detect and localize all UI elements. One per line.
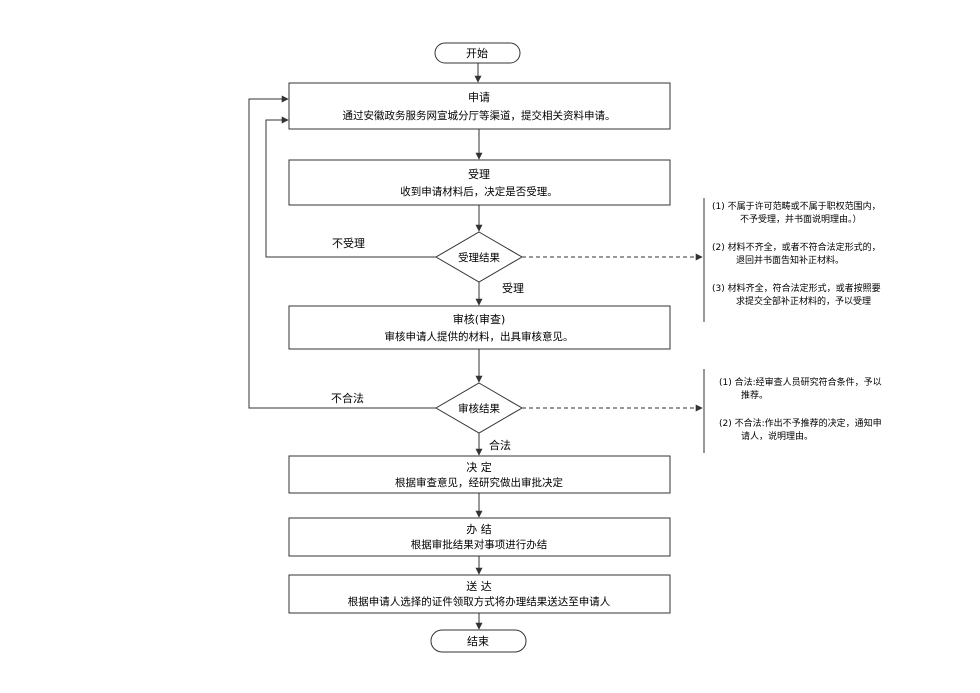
step-apply-title: 申请 <box>468 91 490 104</box>
step-accept-desc: 收到申请材料后，决定是否受理。 <box>400 185 558 198</box>
arrow-not-accepted-feedback <box>265 116 436 258</box>
note-accept-line: 不予受理，并书面说明理由。） <box>740 213 862 225</box>
step-handle-desc: 根据审批结果对事项进行办结 <box>411 538 548 551</box>
note-accept-line: 求提交全部补正材料的，予以受理 <box>736 295 871 307</box>
step-review-desc: 审核申请人提供的材料，出具审核意见。 <box>385 330 574 343</box>
connectors <box>248 63 705 630</box>
step-deliver-desc: 根据申请人选择的证件领取方式将办理结果送达至申请人 <box>348 595 611 608</box>
note-accept-line: (2) 材料不齐全，或者不符合法定形式的， <box>712 241 881 253</box>
step-deliver: 送 达 根据申请人选择的证件领取方式将办理结果送达至申请人 <box>288 574 671 614</box>
step-apply-desc: 通过安徽政务服务网宣城分厅等渠道，提交相关资料申请。 <box>343 109 616 122</box>
note-accept-line: 退回并书面告知补正材料。 <box>736 254 844 266</box>
note-review-line: 请人，说明理由。 <box>741 430 813 442</box>
label-legal: 合法 <box>489 438 511 452</box>
step-handle: 办 结 根据审批结果对事项进行办结 <box>288 517 671 557</box>
note-review-line: (1) 合法:经审查人员研究符合条件，予以 <box>719 376 882 388</box>
step-apply: 申请 通过安徽政务服务网宣城分厅等渠道，提交相关资料申请。 <box>288 82 671 130</box>
label-not-accepted: 不受理 <box>332 237 365 250</box>
decision-review-result: 审核结果 <box>435 382 523 434</box>
step-review: 审核(审查) 审核申请人提供的材料，出具审核意见。 <box>288 305 671 350</box>
start-node: 开始 <box>434 42 521 64</box>
step-accept-title: 受理 <box>468 168 490 181</box>
step-decide: 决 定 根据审查意见，经研究做出审批决定 <box>288 455 671 494</box>
end-label: 结束 <box>467 635 489 648</box>
step-deliver-title: 送 达 <box>466 579 492 593</box>
note-accept-line: (1) 不属于许可范畴或不属于职权范围内， <box>712 200 881 212</box>
label-illegal: 不合法 <box>331 391 364 405</box>
label-accepted: 受理 <box>502 282 524 295</box>
note-review-line: 推荐。 <box>741 389 768 401</box>
note-accept-line: (3) 材料齐全，符合法定形式，或者按照要 <box>712 282 881 294</box>
note-accept: (1) 不属于许可范畴或不属于职权范围内， 不予受理，并书面说明理由。） (2)… <box>712 200 881 307</box>
step-decide-title: 决 定 <box>466 460 492 474</box>
step-decide-desc: 根据审查意见，经研究做出审批决定 <box>395 476 563 489</box>
decision-review-label: 审核结果 <box>458 402 500 415</box>
decision-accept-result: 受理结果 <box>435 231 523 283</box>
end-node: 结束 <box>430 629 527 653</box>
step-handle-title: 办 结 <box>466 523 492 536</box>
decision-accept-label: 受理结果 <box>458 251 500 264</box>
arrow-illegal-feedback <box>248 95 436 409</box>
step-accept: 受理 收到申请材料后，决定是否受理。 <box>288 159 671 206</box>
note-review-line: (2) 不合法:作出不予推荐的决定，通知申 <box>719 417 882 429</box>
start-label: 开始 <box>466 46 488 60</box>
note-review: (1) 合法:经审查人员研究符合条件，予以 推荐。 (2) 不合法:作出不予推荐… <box>719 376 882 442</box>
step-review-title: 审核(审查) <box>453 312 506 326</box>
